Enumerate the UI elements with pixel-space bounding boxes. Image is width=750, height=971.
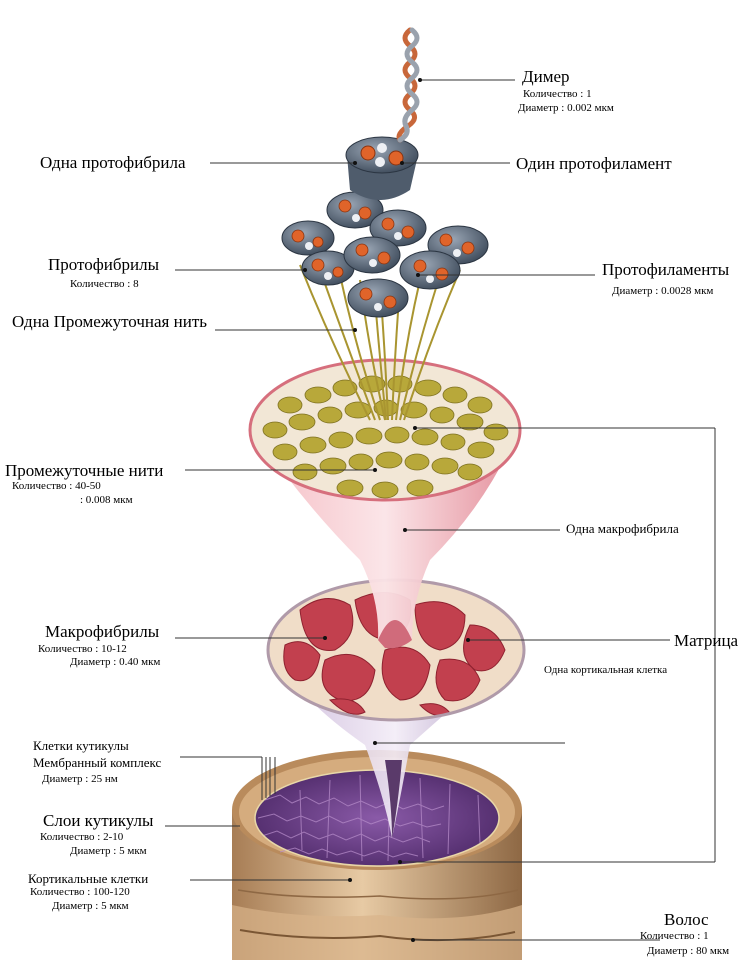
cortical-cells-diameter: Диаметр : 5 мкм [52,900,129,912]
intermediate-filaments-count: Количество : 40-50 [12,480,101,492]
cuticle-layers-title: Слои кутикулы [43,811,154,830]
one-protofilament-label: Один протофиламент [516,154,672,173]
macrofibrils-count: Количество : 10-12 [38,643,127,655]
membrane-complex-title: Мембранный комплекс [33,755,162,770]
leader-lines [165,79,716,941]
matrix-label: Матрица [674,631,739,650]
protofibril-cluster [281,191,489,318]
macrofibrils-title: Макрофибрилы [45,622,160,641]
dimer-count: Количество : 1 [523,88,592,100]
protofilaments-diameter: Диаметр : 0.0028 мкм [612,285,714,297]
one-intermediate-filament-label: Одна Промежуточная нить [12,312,208,331]
dimer-rope [396,27,420,143]
hair-diameter: Диаметр : 80 мкм [647,945,730,957]
protofibrils-count: Количество : 8 [70,278,139,290]
membrane-complex-diameter: Диаметр : 25 нм [42,773,118,785]
filament-disc [248,358,522,502]
dimer-title: Димер [522,67,570,86]
dimer-diameter: Диаметр : 0.002 мкм [518,102,614,114]
one-macrofibril-label: Одна макрофибрила [566,521,679,536]
cortical-cells-count: Количество : 100-120 [30,886,130,898]
hair-title: Волос [664,910,709,929]
protofilaments-title: Протофиламенты [602,260,730,279]
hair-count: Количество : 1 [640,930,709,942]
leader-dots [303,78,470,942]
intermediate-filaments-title: Промежуточные нити [5,461,164,480]
one-cortical-cell-label: Одна кортикальная клетка [544,664,668,676]
single-protofibril [345,136,419,200]
intermediate-filaments-diameter: : 0.008 мкм [80,494,133,506]
cuticle-cells-label: Клетки кутикулы [33,738,129,753]
protofibrils-title: Протофибрилы [48,255,160,274]
cuticle-layers-count: Количество : 2-10 [40,831,124,843]
one-protofibril-label: Одна протофибрила [40,153,186,172]
cuticle-layers-diameter: Диаметр : 5 мкм [70,845,147,857]
cortical-cells-title: Кортикальные клетки [28,871,149,886]
macrofibrils-diameter: Диаметр : 0.40 мкм [70,656,161,668]
hair-cylinder [232,750,522,960]
